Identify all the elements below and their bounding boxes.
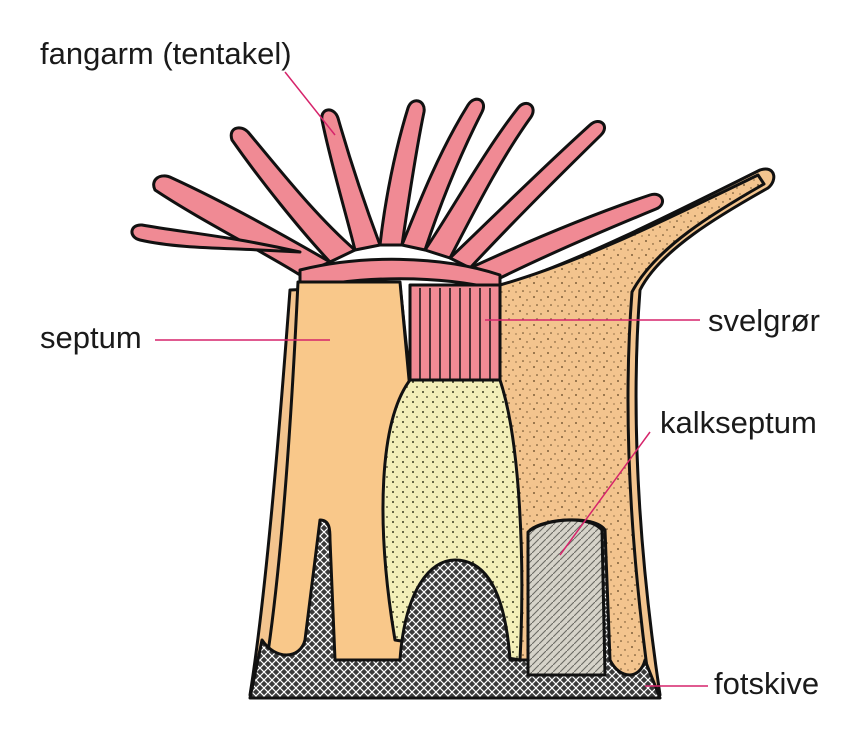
- pharynx: [408, 283, 502, 387]
- tentacle-4: [378, 99, 426, 247]
- tentacle-8: [468, 192, 665, 284]
- tentacle-7: [448, 120, 606, 270]
- label-calc-septum: kalkseptum: [660, 405, 817, 440]
- leader-lines: [155, 71, 708, 687]
- tentacle-3: [320, 108, 382, 252]
- tentacle-5: [400, 97, 485, 252]
- tentacle-9: [130, 223, 302, 254]
- label-tentacle: fangarm (tentakel): [40, 36, 292, 71]
- leader-line-4: [559, 431, 651, 556]
- anemone-body: [248, 167, 776, 700]
- tentacle-2: [229, 126, 357, 264]
- tentacle-crown: [130, 97, 665, 292]
- label-septum: septum: [40, 320, 142, 355]
- tentacle-6: [423, 102, 535, 260]
- label-foot-disc: fotskive: [714, 666, 820, 701]
- leader-line-1: [284, 71, 336, 136]
- label-pharynx: svelgrør: [708, 303, 820, 338]
- calcareous-septum: [526, 518, 607, 677]
